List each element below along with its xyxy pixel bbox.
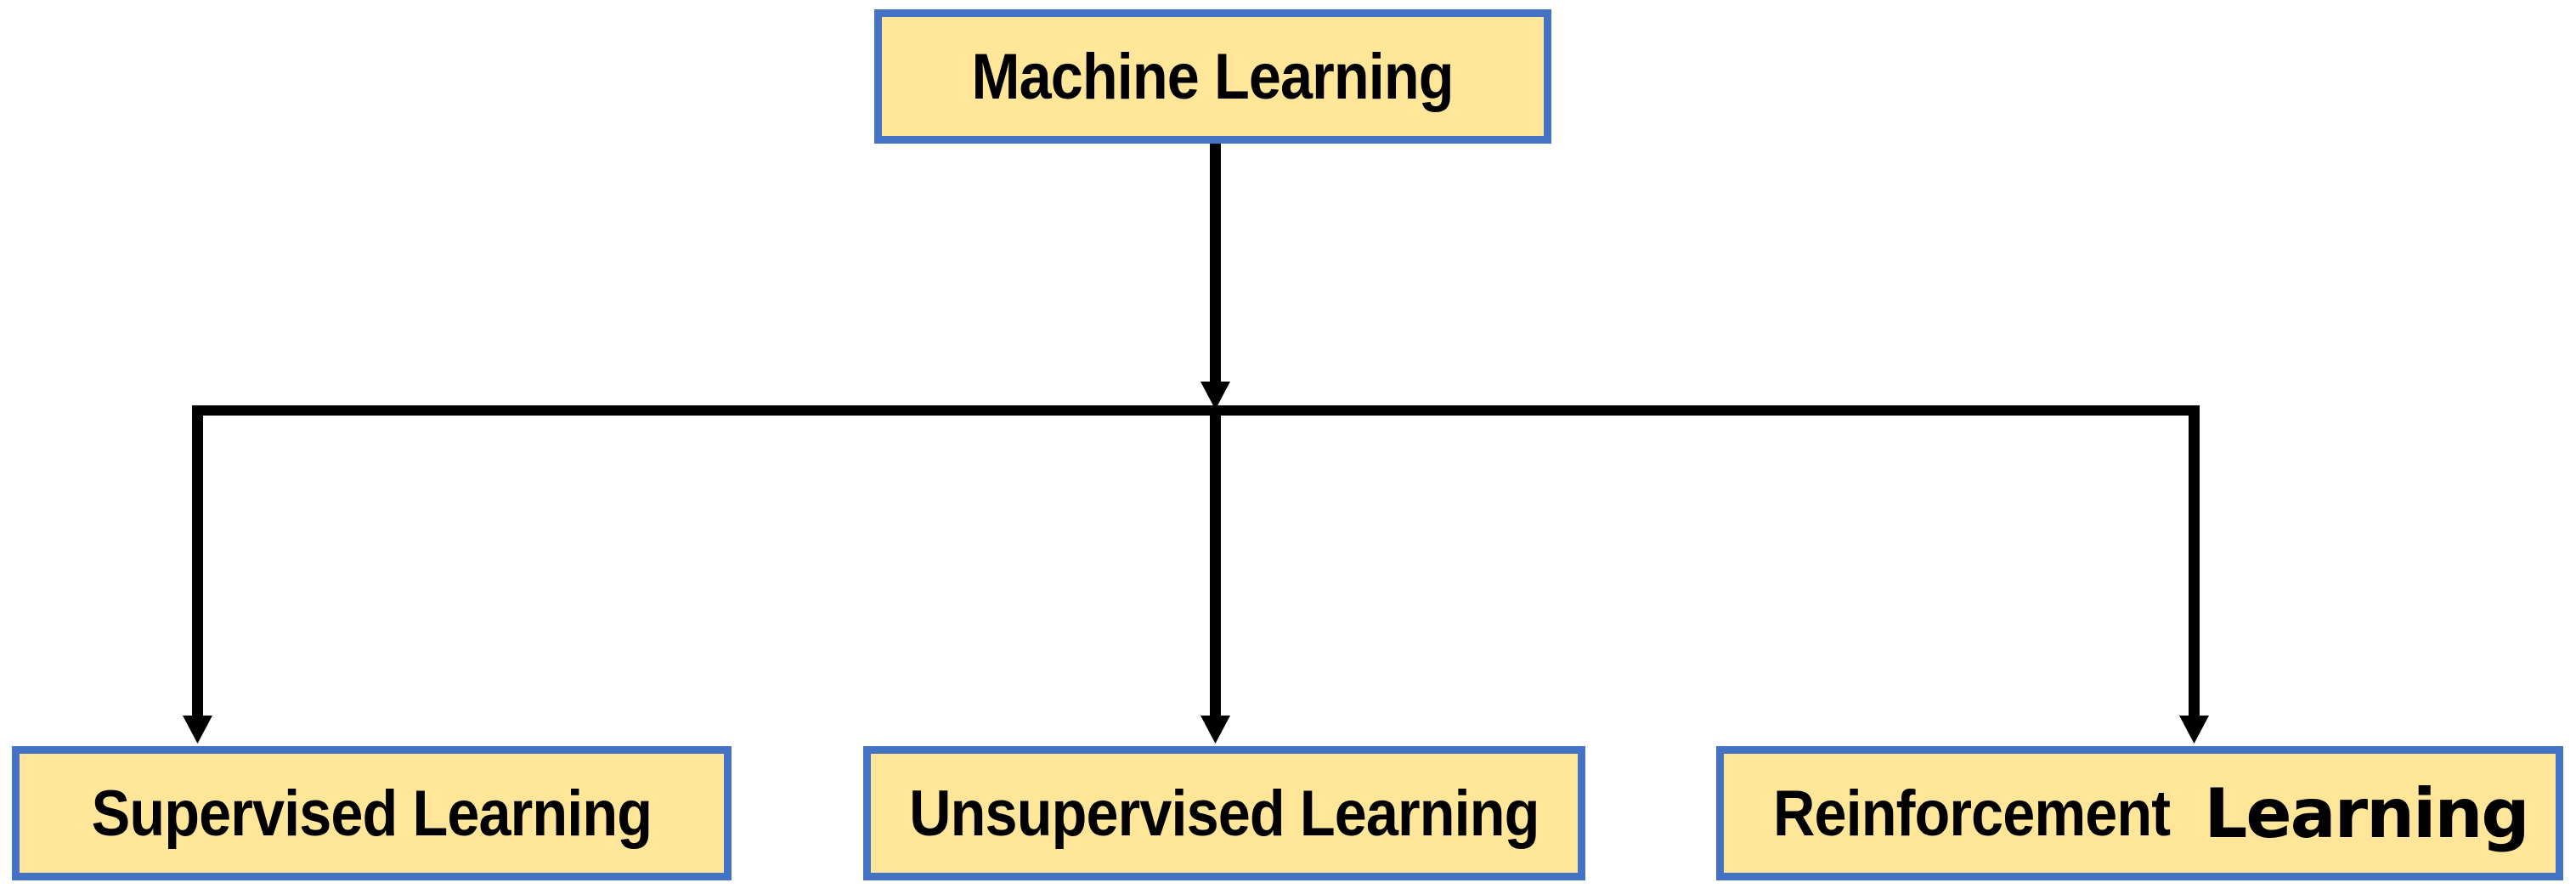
node-reinforcement-learning: Reinforcement Learning <box>1716 746 2563 880</box>
node-reinforcement-learning-label-second: Learning <box>2204 773 2529 853</box>
arrowhead-supervised <box>183 716 212 744</box>
node-supervised-learning-label: Supervised Learning <box>91 777 652 850</box>
arrowhead-unsupervised <box>1200 716 1230 744</box>
node-supervised-learning: Supervised Learning <box>12 746 732 880</box>
node-unsupervised-learning: Unsupervised Learning <box>863 746 1585 880</box>
node-machine-learning: Machine Learning <box>874 9 1551 144</box>
arrowhead-branch-junction <box>1200 382 1230 410</box>
node-reinforcement-learning-label-first: Reinforcement <box>1773 777 2171 850</box>
node-unsupervised-learning-label: Unsupervised Learning <box>909 777 1539 850</box>
arrowhead-reinforcement <box>2179 716 2209 744</box>
node-machine-learning-label: Machine Learning <box>971 40 1455 113</box>
